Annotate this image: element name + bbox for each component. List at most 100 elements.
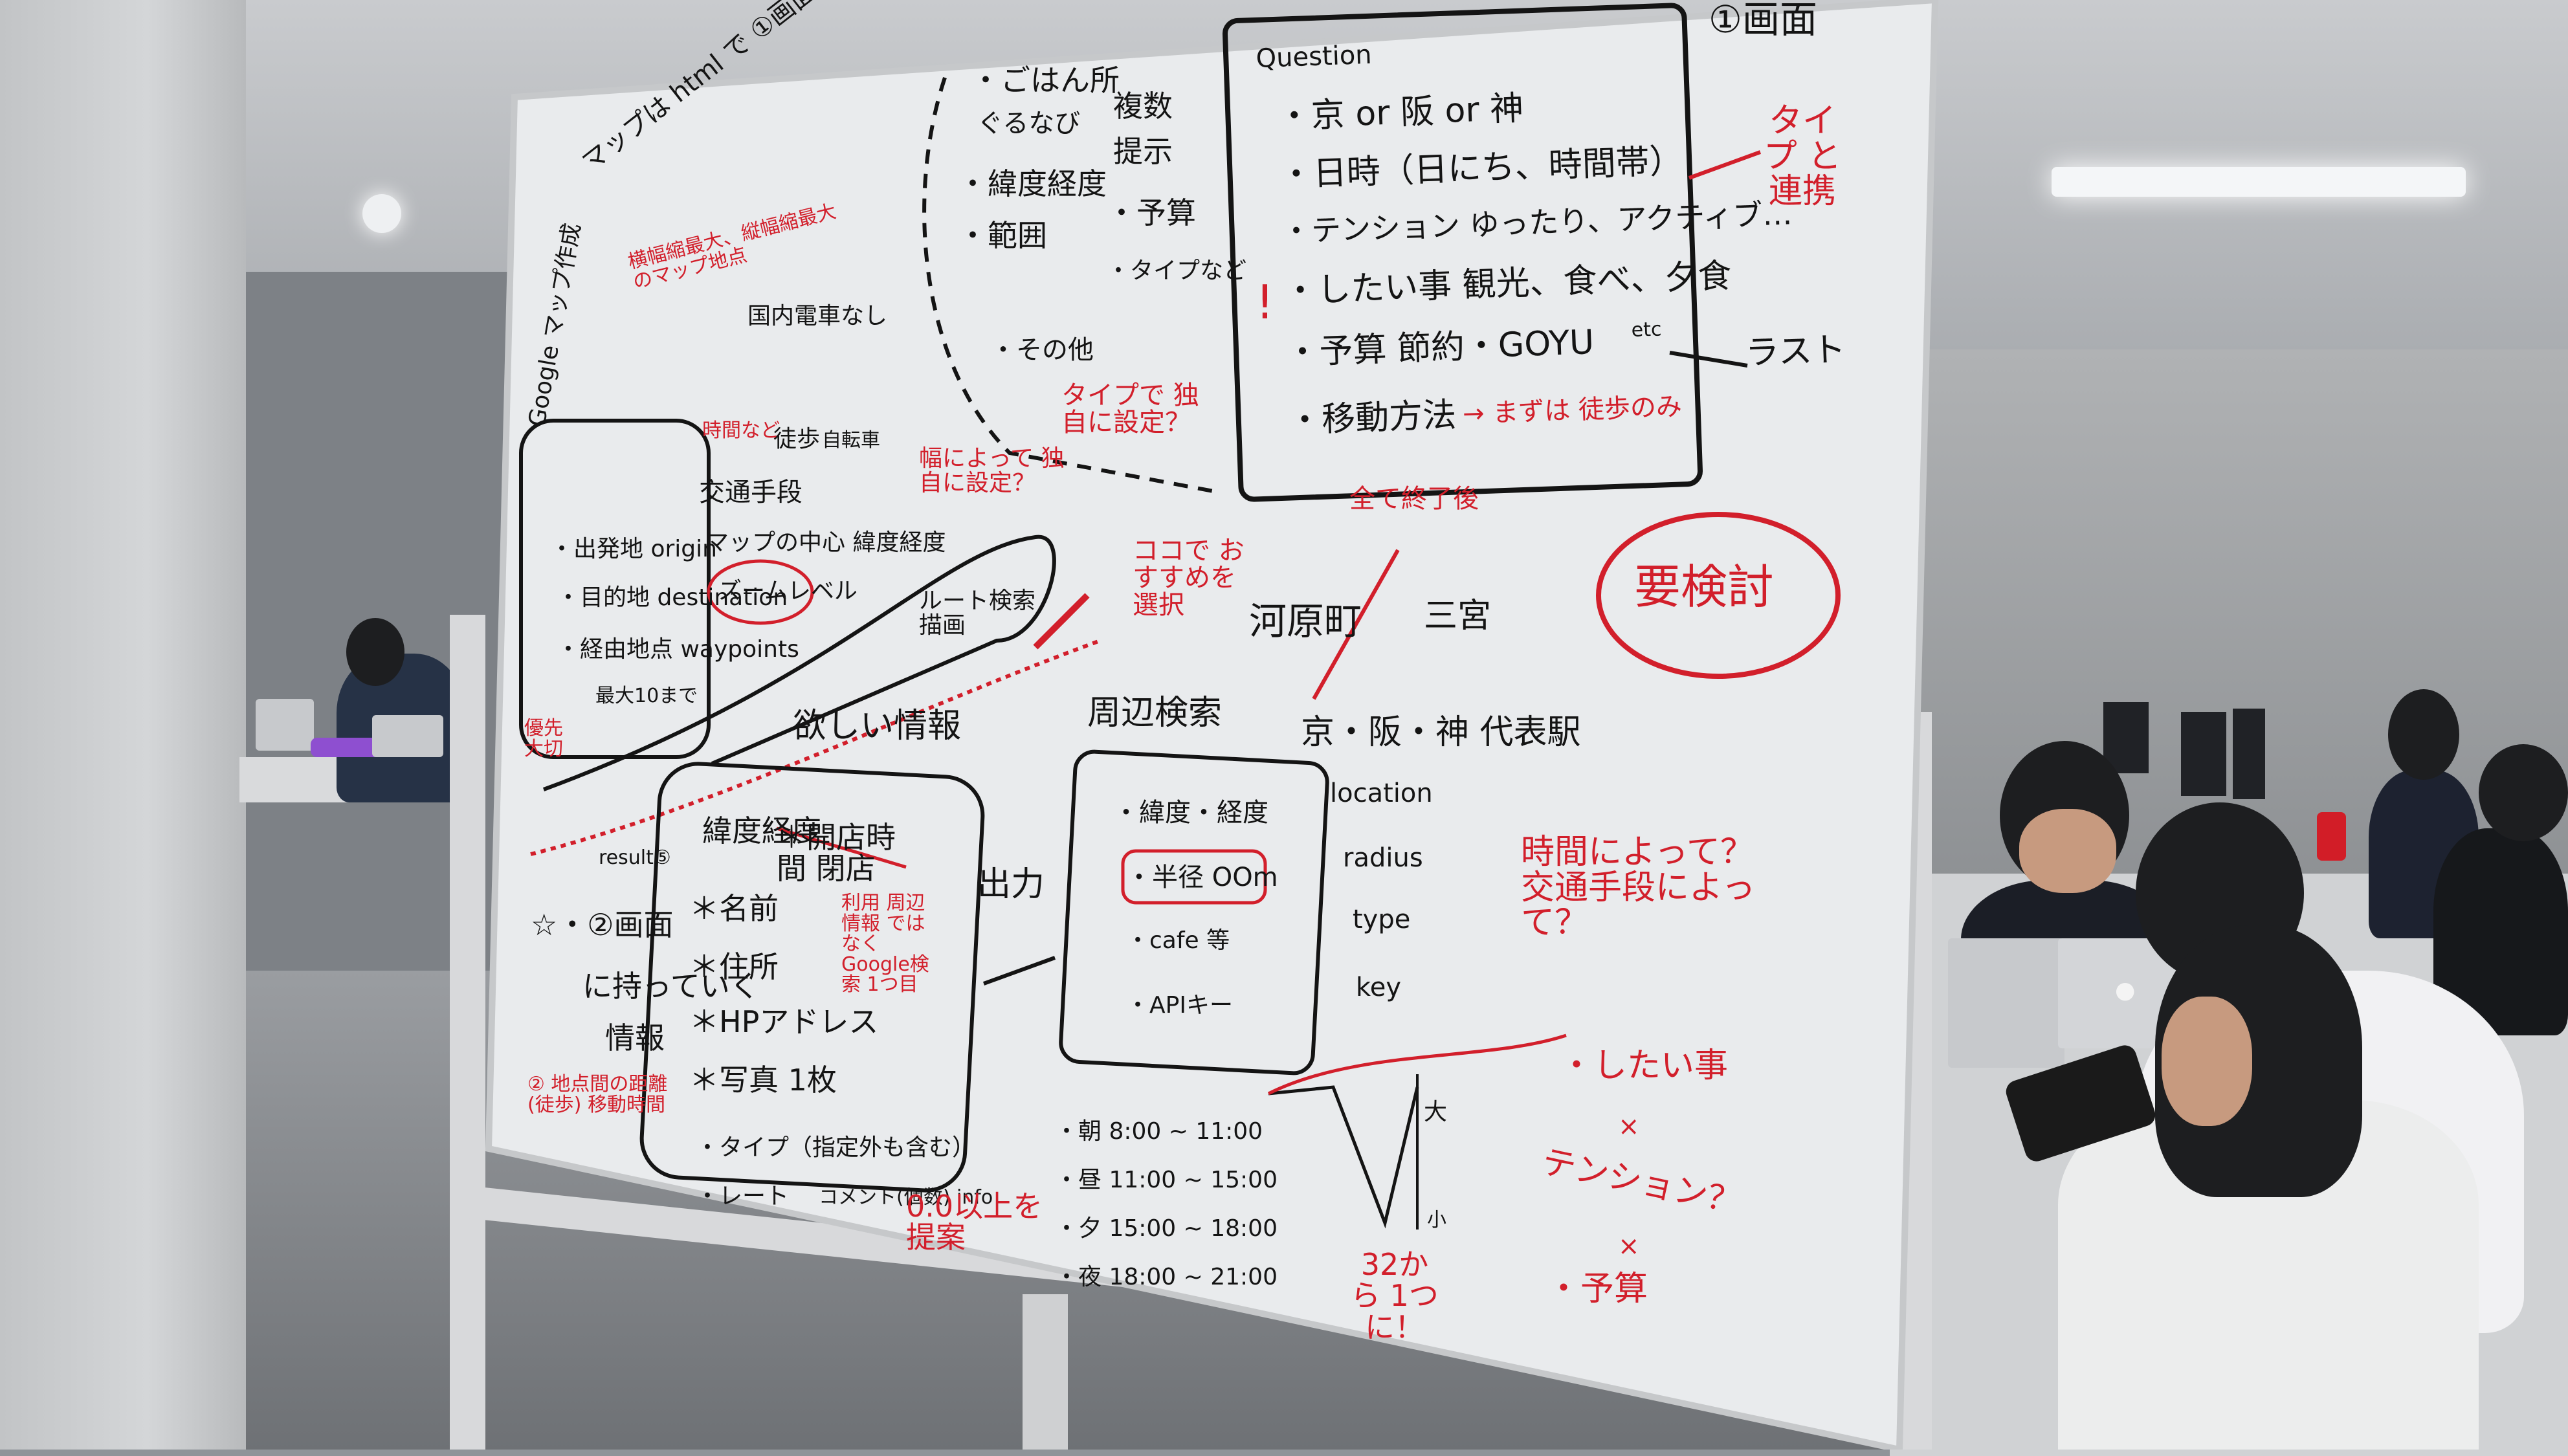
bike-label: 自転車 xyxy=(822,429,880,452)
wanted-item: ＊住所 xyxy=(689,949,779,984)
combo-item: × xyxy=(1618,1112,1640,1142)
wanted-item: ＊名前 xyxy=(689,891,779,926)
screen2-red-note: ② 地点間の距離 (徒歩) 移動時間 xyxy=(527,1073,668,1116)
photo-note: 利用 周辺情報 ではなく Google検索 1つ目 xyxy=(841,892,929,996)
must-check-ring xyxy=(1596,512,1841,679)
priority-red-label: 優先 大切 xyxy=(524,717,563,760)
left-list-item: ・その他 xyxy=(990,335,1094,365)
ceiling-light xyxy=(2052,167,2466,197)
question-title: Question xyxy=(1255,39,1373,74)
type-link-arrow xyxy=(1688,150,1762,180)
schedule-item: ・朝 8:00 ~ 11:00 xyxy=(1055,1118,1263,1145)
graph-small-label: 小 xyxy=(1427,1209,1446,1231)
graph-line xyxy=(1268,1085,1419,1229)
board-surface xyxy=(485,0,1939,1450)
station-kawaramachi: 河原町 xyxy=(1249,599,1362,643)
schedule-item: ・夜 18:00 ~ 21:00 xyxy=(1055,1264,1278,1290)
combo-item: ・したい事 xyxy=(1560,1046,1729,1085)
after-all-note: 全て終了後 xyxy=(1349,484,1479,514)
nearby-item: ・緯度・経度 xyxy=(1113,798,1268,828)
graph-red-curve xyxy=(1267,1033,1567,1096)
nearby-param: location xyxy=(1330,778,1433,808)
must-check-label: 要検討 xyxy=(1634,560,1775,614)
exclamation-mark: ! xyxy=(1256,275,1274,329)
etc-note: etc xyxy=(1631,318,1663,342)
left-list-item: ・ごはん所 xyxy=(971,63,1120,98)
monitor-3 xyxy=(2233,709,2265,799)
left-list-bracket xyxy=(922,77,1217,494)
no-train-note: 国内電車なし xyxy=(747,303,888,329)
screen2-line: 情報 xyxy=(605,1020,665,1055)
question-box xyxy=(1222,3,1703,502)
left-list-red-note: タイプで 独自に設定？ xyxy=(1061,381,1199,437)
route-item: ・出発地 origin xyxy=(550,536,717,562)
result-label: result⑤ xyxy=(599,846,671,869)
type-link-note: タイプ と 連携 xyxy=(1763,102,1842,212)
nearby-item: ・APIキー xyxy=(1126,992,1233,1019)
spot-light xyxy=(362,194,401,233)
time-question: 時間によって？ 交通手段によって？ xyxy=(1521,833,1756,943)
person-left-head xyxy=(346,618,404,686)
laptop-left xyxy=(256,699,314,751)
route-item: 最大10まで xyxy=(595,685,698,707)
left-list-item: ・範囲 xyxy=(958,218,1047,253)
thirty-two-note: 32から 1つに！ xyxy=(1351,1247,1439,1345)
walk-label: 徒歩 xyxy=(773,426,821,452)
wanted-item: ・タイプ（指定外も含む） xyxy=(696,1134,976,1161)
transport-label: 交通手段 xyxy=(699,478,802,507)
left-list-right-item: ・予算 xyxy=(1107,195,1196,230)
walk-only-note: → まずは 徒歩のみ xyxy=(1462,392,1683,430)
wanted-item: ＊写真 1枚 xyxy=(689,1063,837,1098)
woman-face xyxy=(2162,997,2252,1126)
screen2-line: に持っていく xyxy=(582,969,760,1004)
after-all-arrow xyxy=(1312,549,1400,700)
apple-logo-icon: ● xyxy=(2115,977,2136,1004)
wanted-item: ＊HPアドレス xyxy=(689,1004,879,1039)
person-far-right-head xyxy=(2479,744,2568,841)
question-item: ・移動方法 xyxy=(1287,395,1457,441)
nearby-item: ・cafe 等 xyxy=(1126,927,1230,954)
left-list-right-item: 複数 xyxy=(1113,89,1173,124)
monitor-1 xyxy=(2103,702,2149,773)
stand-base xyxy=(1023,1294,1068,1450)
recommend-arrow xyxy=(1033,593,1090,650)
last-arrow xyxy=(1669,351,1748,368)
nearby-param: type xyxy=(1353,905,1411,934)
person-back-right-head xyxy=(2388,689,2459,780)
question-item: ・京 or 阪 or 神 xyxy=(1276,89,1525,137)
corner-label: ①画面 xyxy=(1709,0,1817,41)
laptop-left-2 xyxy=(372,715,443,757)
wanted-item: ・レート xyxy=(696,1183,790,1209)
route-search-label: ルート検索 描画 xyxy=(919,588,1036,639)
map-center-label: マップの中心 緯度経度 xyxy=(705,529,946,556)
combo-item: ・予算 xyxy=(1547,1270,1648,1308)
graph-big-label: 大 xyxy=(1424,1099,1448,1125)
pillar xyxy=(0,0,246,1450)
nearby-title: 周辺検索 xyxy=(1087,694,1223,733)
red-wavy-line xyxy=(530,639,1101,856)
person-glasses-face xyxy=(2019,809,2116,893)
nearby-item: ・半径 OOm xyxy=(1126,863,1278,892)
wanted-latlng: 緯度経度 xyxy=(702,813,821,848)
radius-highlight xyxy=(1121,849,1267,905)
photo-arrow xyxy=(776,826,907,869)
nearby-param: key xyxy=(1356,973,1402,1002)
recommend-note: ココで おすすめを 選択 xyxy=(1133,536,1245,620)
route-item: ・経由地点 waypoints xyxy=(557,636,799,663)
time-red-label: 時間など xyxy=(702,419,780,442)
output-label: 出力 xyxy=(977,865,1045,904)
monitor-2 xyxy=(2181,712,2226,796)
cola-can xyxy=(2317,812,2346,861)
route-search-loop xyxy=(542,535,1056,791)
laptop-right-1 xyxy=(1948,938,2064,1068)
schedule-item: ・夕 15:00 ~ 18:00 xyxy=(1055,1215,1278,1242)
schedule-item: ・昼 11:00 ~ 15:00 xyxy=(1055,1167,1278,1193)
nearby-box xyxy=(1059,749,1329,1075)
combo-item: × xyxy=(1618,1231,1640,1261)
left-list-item: ・緯度経度 xyxy=(958,166,1107,201)
left-list-item: ぐるなび xyxy=(977,109,1081,138)
station-sannomiya: 三宮 xyxy=(1424,597,1492,635)
zoom-label: ズームレベル xyxy=(718,578,858,604)
